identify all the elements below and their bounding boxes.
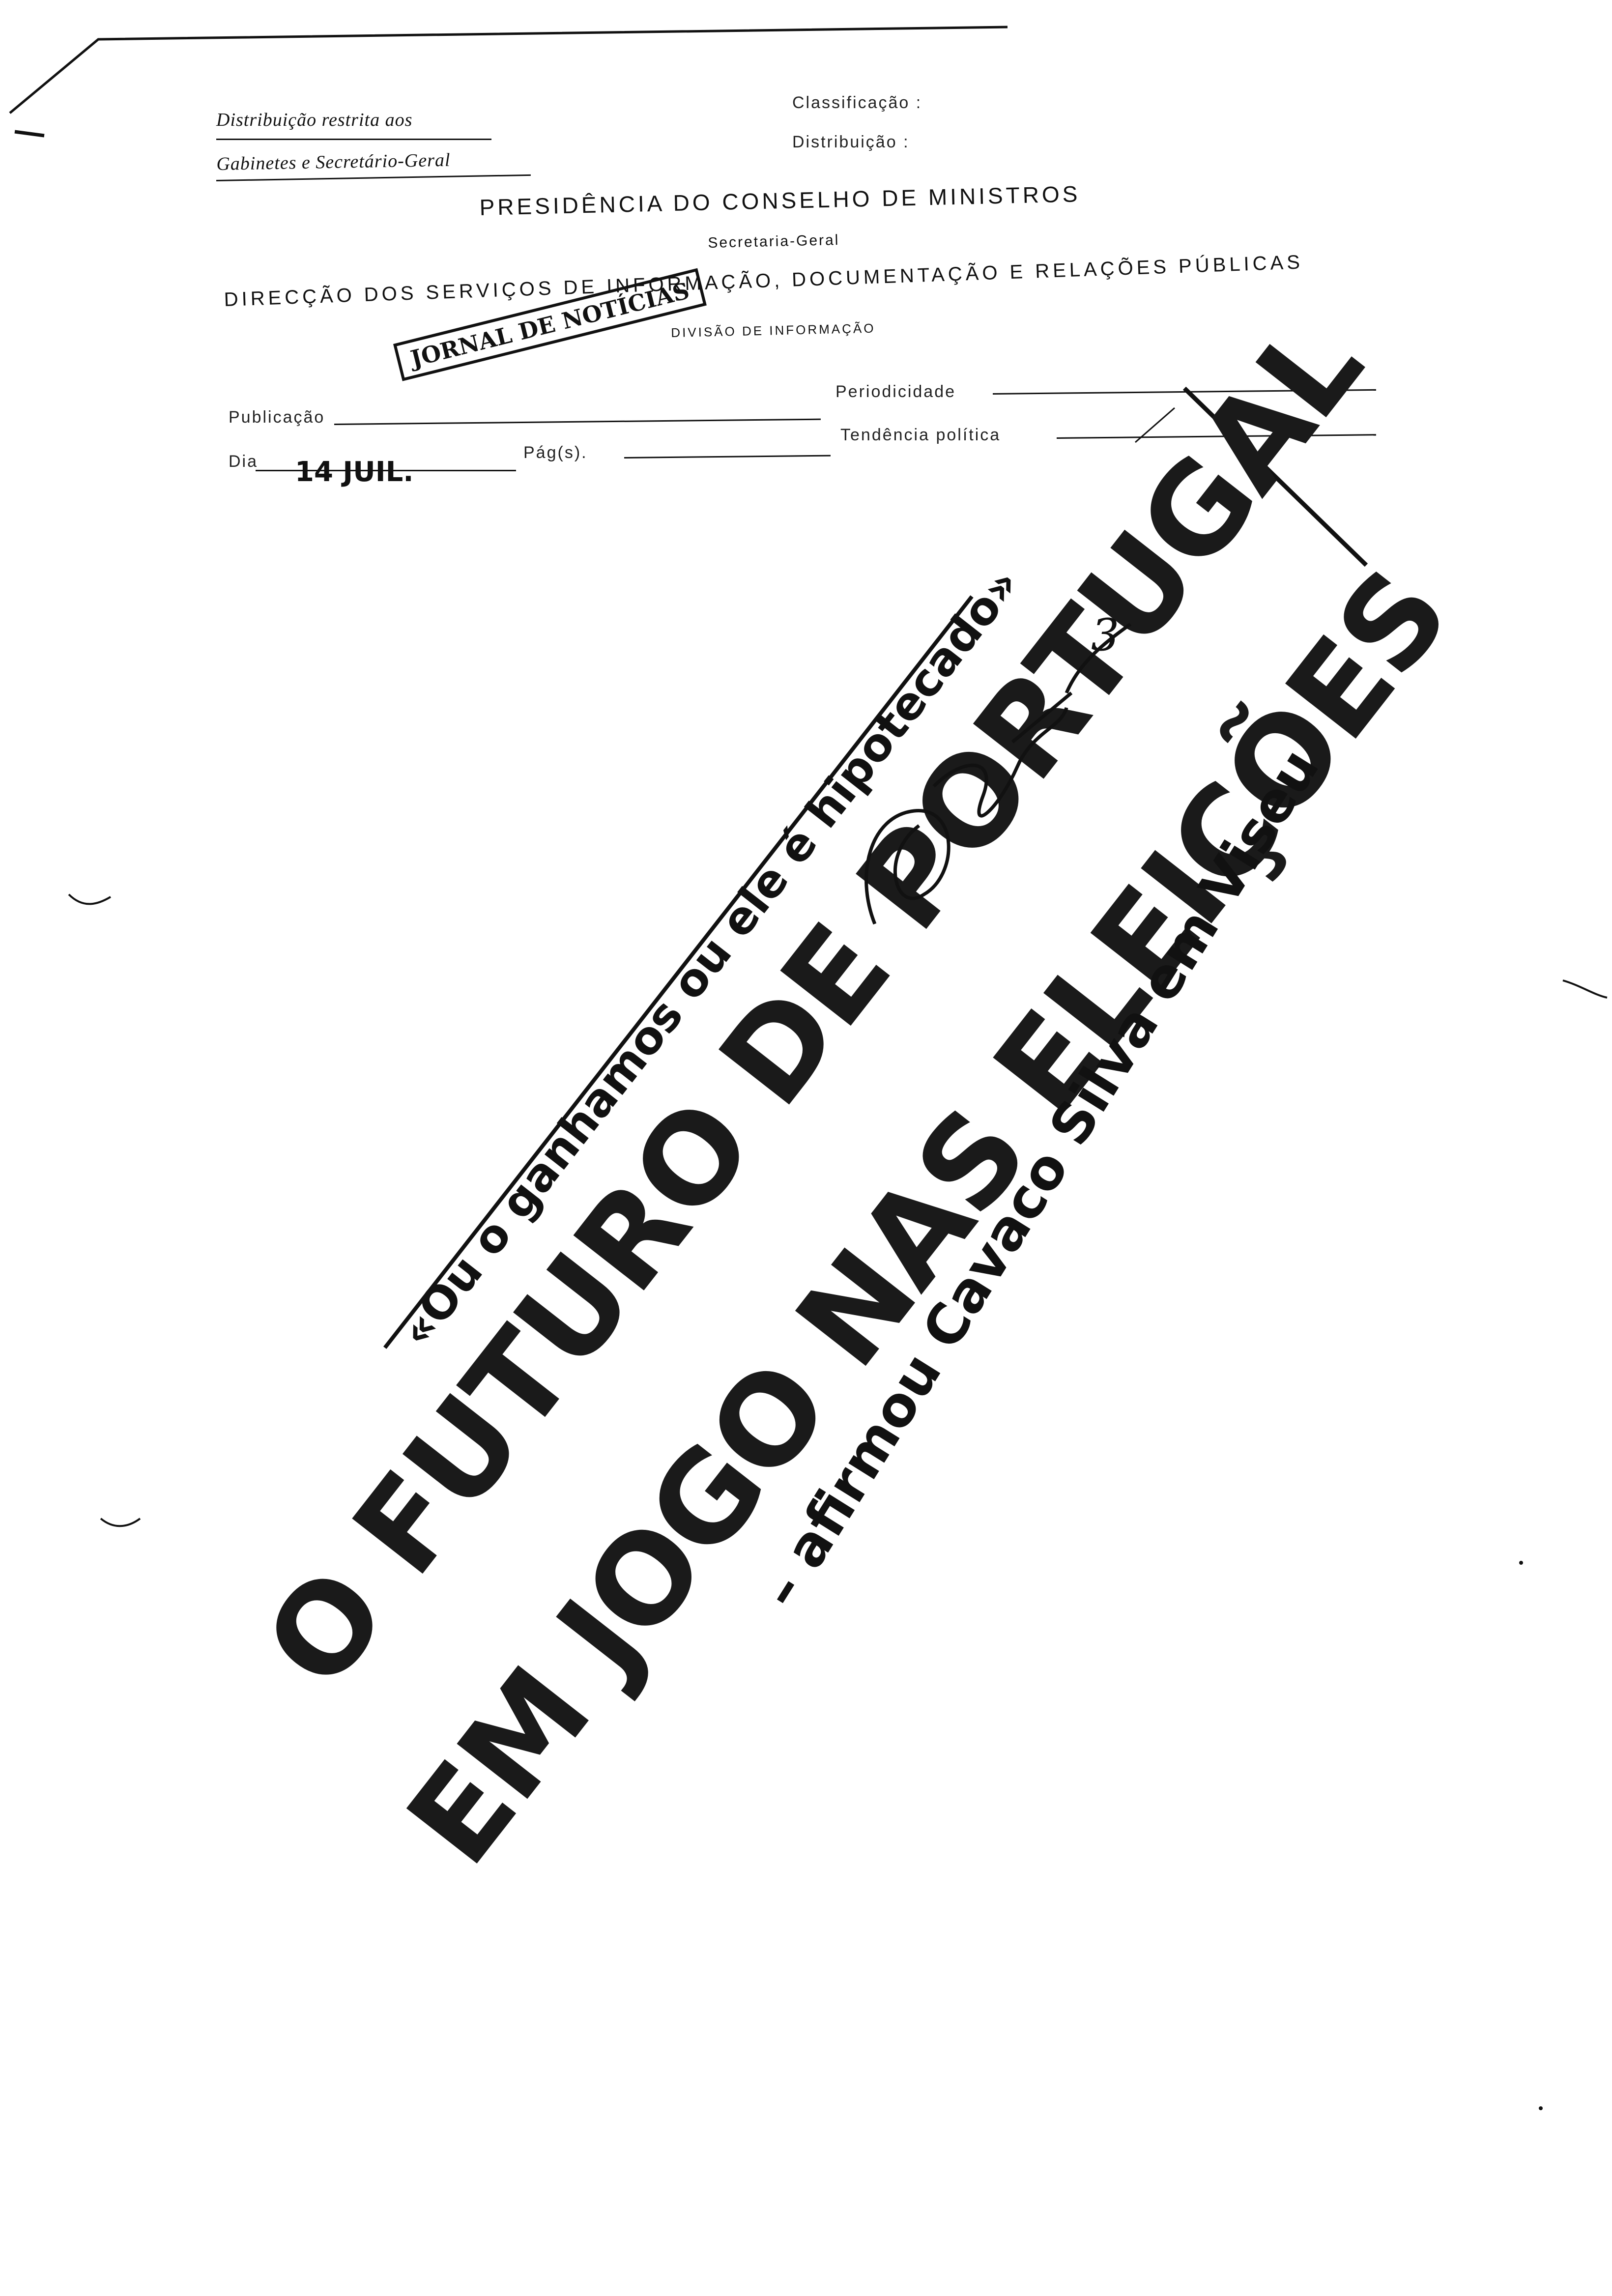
diagonal-pen-strokes — [1135, 386, 1368, 567]
classificacao-label: Classificação : — [792, 93, 922, 112]
pags-label: Pág(s). — [523, 443, 588, 462]
handwritten-scribble — [864, 623, 1132, 925]
periodicidade-label: Periodicidade — [835, 382, 956, 401]
page-border-lines — [9, 26, 1008, 138]
dia-value: 14 JUIL. — [295, 456, 414, 488]
tendencia-label: Tendência política — [840, 426, 1001, 444]
distribution-note-line1: Distribuição restrita aos — [216, 110, 413, 130]
dia-label: Dia — [229, 452, 259, 471]
distribution-note-underline1 — [216, 139, 491, 140]
dia-field-line — [256, 470, 516, 471]
handwritten-annotation: 3 — [1091, 609, 1120, 661]
distribuicao-label: Distribuição : — [792, 133, 910, 151]
publicacao-label: Publicação — [229, 408, 325, 427]
